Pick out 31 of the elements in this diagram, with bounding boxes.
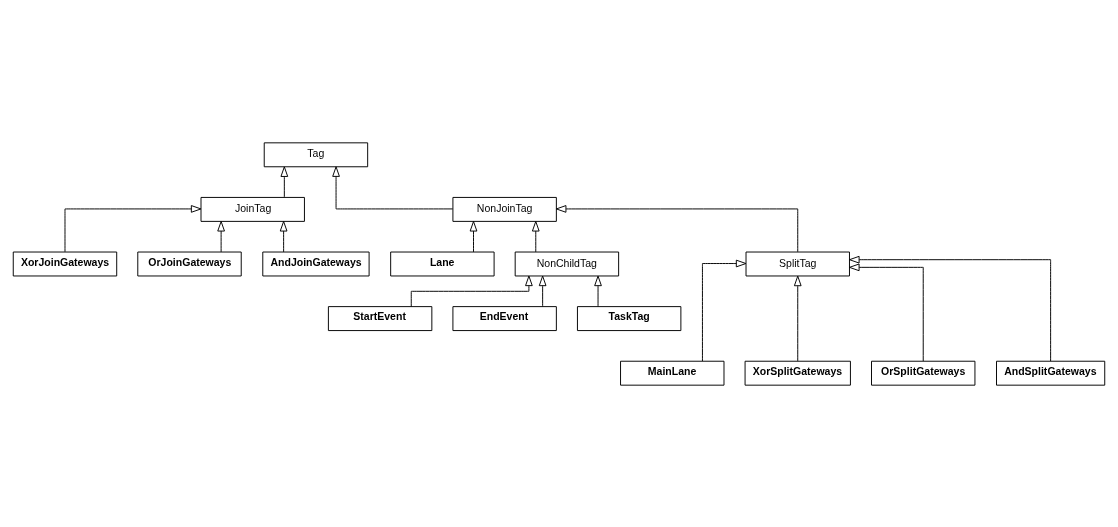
node-box: AndSplitGateways <box>996 360 1106 386</box>
arrow <box>594 275 602 307</box>
arrow <box>701 259 747 362</box>
arrow <box>849 263 924 362</box>
arrow <box>538 275 547 307</box>
node-box: JoinTag <box>200 196 305 222</box>
node-box: XorSplitGateways <box>744 360 851 386</box>
arrow <box>555 204 799 252</box>
node-box: StartEvent <box>327 305 433 331</box>
node-box: AndJoinGateways <box>262 251 370 276</box>
node-box: EndEvent <box>452 305 557 331</box>
arrow <box>280 165 289 198</box>
node-box: MainLane <box>620 360 725 386</box>
node-box: TaskTag <box>576 305 682 331</box>
node-box: NonChildTag <box>514 251 620 276</box>
arrow <box>410 275 533 307</box>
arrow <box>793 275 802 362</box>
arrow <box>849 255 1052 362</box>
node-box: Lane <box>390 251 495 276</box>
arrow <box>279 220 288 252</box>
arrow <box>217 220 225 252</box>
node-box: NonJoinTag <box>452 196 557 222</box>
node-box: OrJoinGateways <box>137 251 242 276</box>
node-box: Tag <box>263 141 369 167</box>
node-box: OrSplitGateways <box>871 360 976 386</box>
node-box: SplitTag <box>745 251 850 276</box>
arrow <box>469 220 478 252</box>
node-box: XorJoinGateways <box>12 251 118 276</box>
arrow <box>531 220 540 252</box>
arrow <box>64 204 202 252</box>
arrow <box>332 165 454 209</box>
